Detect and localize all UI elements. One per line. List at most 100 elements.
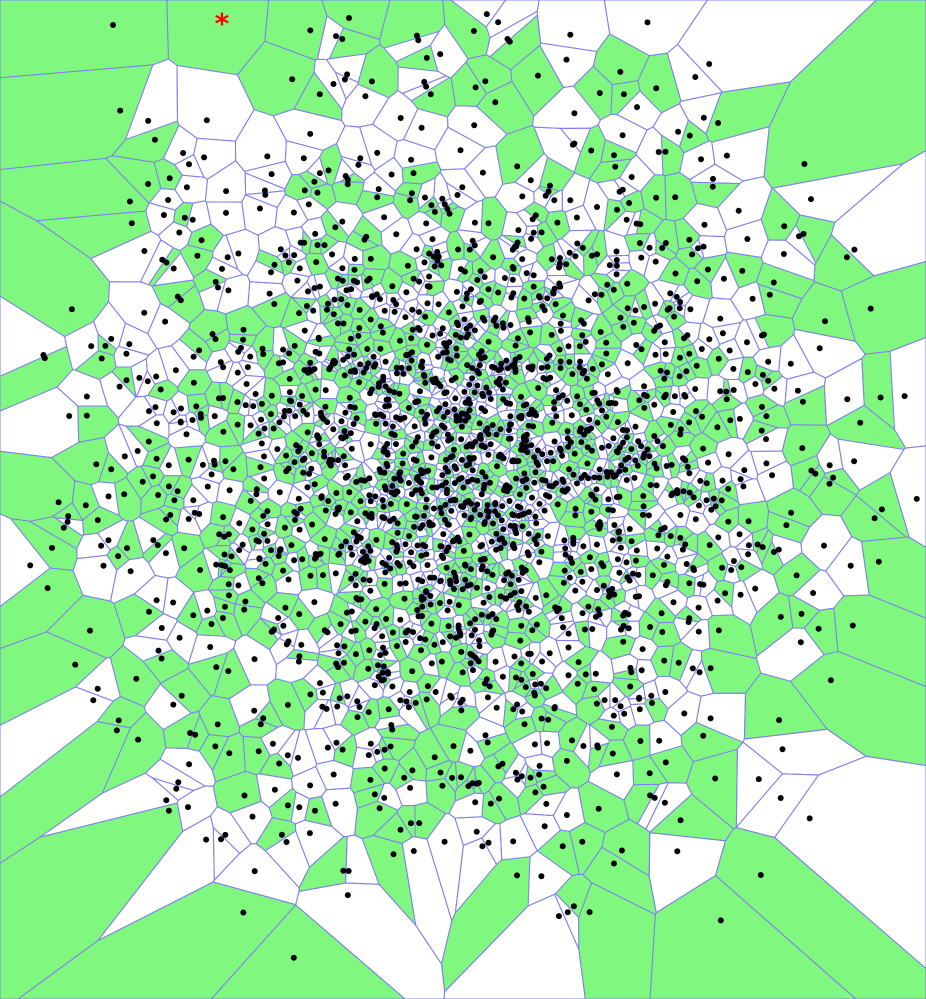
voronoi-site — [367, 498, 374, 505]
voronoi-site — [530, 283, 537, 290]
voronoi-site — [621, 710, 628, 717]
voronoi-site — [443, 564, 450, 571]
voronoi-site — [235, 348, 242, 355]
voronoi-site — [319, 689, 326, 696]
voronoi-site — [543, 685, 550, 692]
voronoi-site — [83, 412, 90, 419]
voronoi-site — [460, 504, 467, 510]
voronoi-site — [343, 609, 350, 616]
voronoi-site — [310, 307, 317, 314]
voronoi-site — [722, 590, 729, 597]
voronoi-site — [595, 606, 602, 613]
voronoi-site — [351, 351, 358, 358]
voronoi-cell — [625, 209, 642, 236]
voronoi-site — [752, 381, 759, 387]
voronoi-site — [577, 568, 584, 575]
voronoi-site — [280, 622, 287, 629]
voronoi-site — [417, 388, 423, 395]
voronoi-cell — [573, 312, 600, 332]
voronoi-site — [422, 420, 429, 427]
voronoi-site — [366, 577, 373, 584]
voronoi-site — [618, 462, 625, 469]
voronoi-site — [485, 451, 492, 458]
voronoi-site — [459, 669, 466, 676]
voronoi-site — [305, 201, 312, 208]
voronoi-site — [525, 552, 532, 559]
voronoi-site — [540, 375, 547, 381]
voronoi-site — [65, 513, 72, 520]
voronoi-site — [686, 419, 693, 426]
voronoi-site — [412, 513, 419, 520]
voronoi-site — [350, 529, 357, 536]
voronoi-site — [354, 698, 361, 705]
voronoi-site — [409, 326, 416, 333]
voronoi-site — [857, 419, 864, 426]
voronoi-site — [495, 19, 502, 26]
voronoi-site — [268, 392, 275, 399]
voronoi-site — [371, 363, 377, 370]
voronoi-site — [308, 450, 315, 457]
voronoi-cell-filled — [192, 268, 228, 293]
voronoi-site — [481, 519, 488, 525]
voronoi-cell — [394, 307, 415, 330]
voronoi-site — [489, 628, 496, 635]
voronoi-site — [402, 580, 409, 587]
voronoi-site — [385, 706, 392, 713]
voronoi-site — [689, 251, 696, 258]
voronoi-site — [519, 708, 526, 715]
voronoi-site — [355, 332, 362, 339]
voronoi-site — [110, 22, 116, 28]
voronoi-cell — [511, 730, 543, 759]
voronoi-site — [532, 789, 539, 796]
voronoi-site — [673, 293, 680, 300]
voronoi-site — [611, 522, 618, 528]
voronoi-site — [543, 355, 550, 362]
voronoi-site — [559, 476, 566, 483]
voronoi-site — [297, 505, 304, 512]
voronoi-site — [469, 237, 476, 244]
voronoi-site — [570, 538, 577, 544]
voronoi-site — [438, 422, 445, 429]
voronoi-cell — [657, 545, 679, 566]
voronoi-cell-filled — [355, 189, 395, 215]
voronoi-site — [461, 512, 468, 519]
voronoi-site — [599, 361, 605, 368]
voronoi-site — [285, 638, 292, 645]
voronoi-site — [608, 469, 615, 476]
voronoi-cell — [520, 428, 539, 439]
voronoi-cell-filled — [673, 526, 695, 547]
voronoi-cell-filled — [644, 698, 669, 723]
voronoi-site — [291, 342, 298, 349]
voronoi-site — [475, 658, 482, 665]
voronoi-site — [636, 694, 643, 701]
voronoi-site — [435, 353, 442, 360]
voronoi-site — [379, 497, 386, 504]
voronoi-site — [633, 220, 640, 227]
voronoi-site — [257, 721, 264, 728]
voronoi-site — [531, 689, 538, 696]
voronoi-cell-filled — [587, 742, 610, 774]
voronoi-site — [160, 212, 167, 218]
voronoi-site — [624, 360, 631, 367]
voronoi-site — [402, 314, 409, 321]
voronoi-site — [460, 547, 467, 554]
voronoi-site — [475, 351, 482, 358]
voronoi-site — [458, 774, 464, 781]
voronoi-cell — [412, 627, 426, 646]
voronoi-site — [344, 302, 351, 308]
voronoi-site — [551, 399, 558, 406]
voronoi-cell — [398, 359, 407, 373]
voronoi-site — [377, 296, 383, 303]
voronoi-site — [576, 343, 583, 350]
voronoi-cell-filled — [677, 573, 696, 599]
voronoi-site — [139, 478, 146, 485]
voronoi-site — [628, 174, 635, 180]
voronoi-site — [437, 577, 444, 584]
voronoi-site — [586, 554, 593, 561]
voronoi-site — [362, 93, 369, 100]
voronoi-site — [414, 542, 421, 549]
voronoi-site — [662, 759, 669, 766]
voronoi-site — [700, 445, 707, 452]
voronoi-site — [292, 413, 299, 420]
voronoi-site — [871, 515, 878, 522]
